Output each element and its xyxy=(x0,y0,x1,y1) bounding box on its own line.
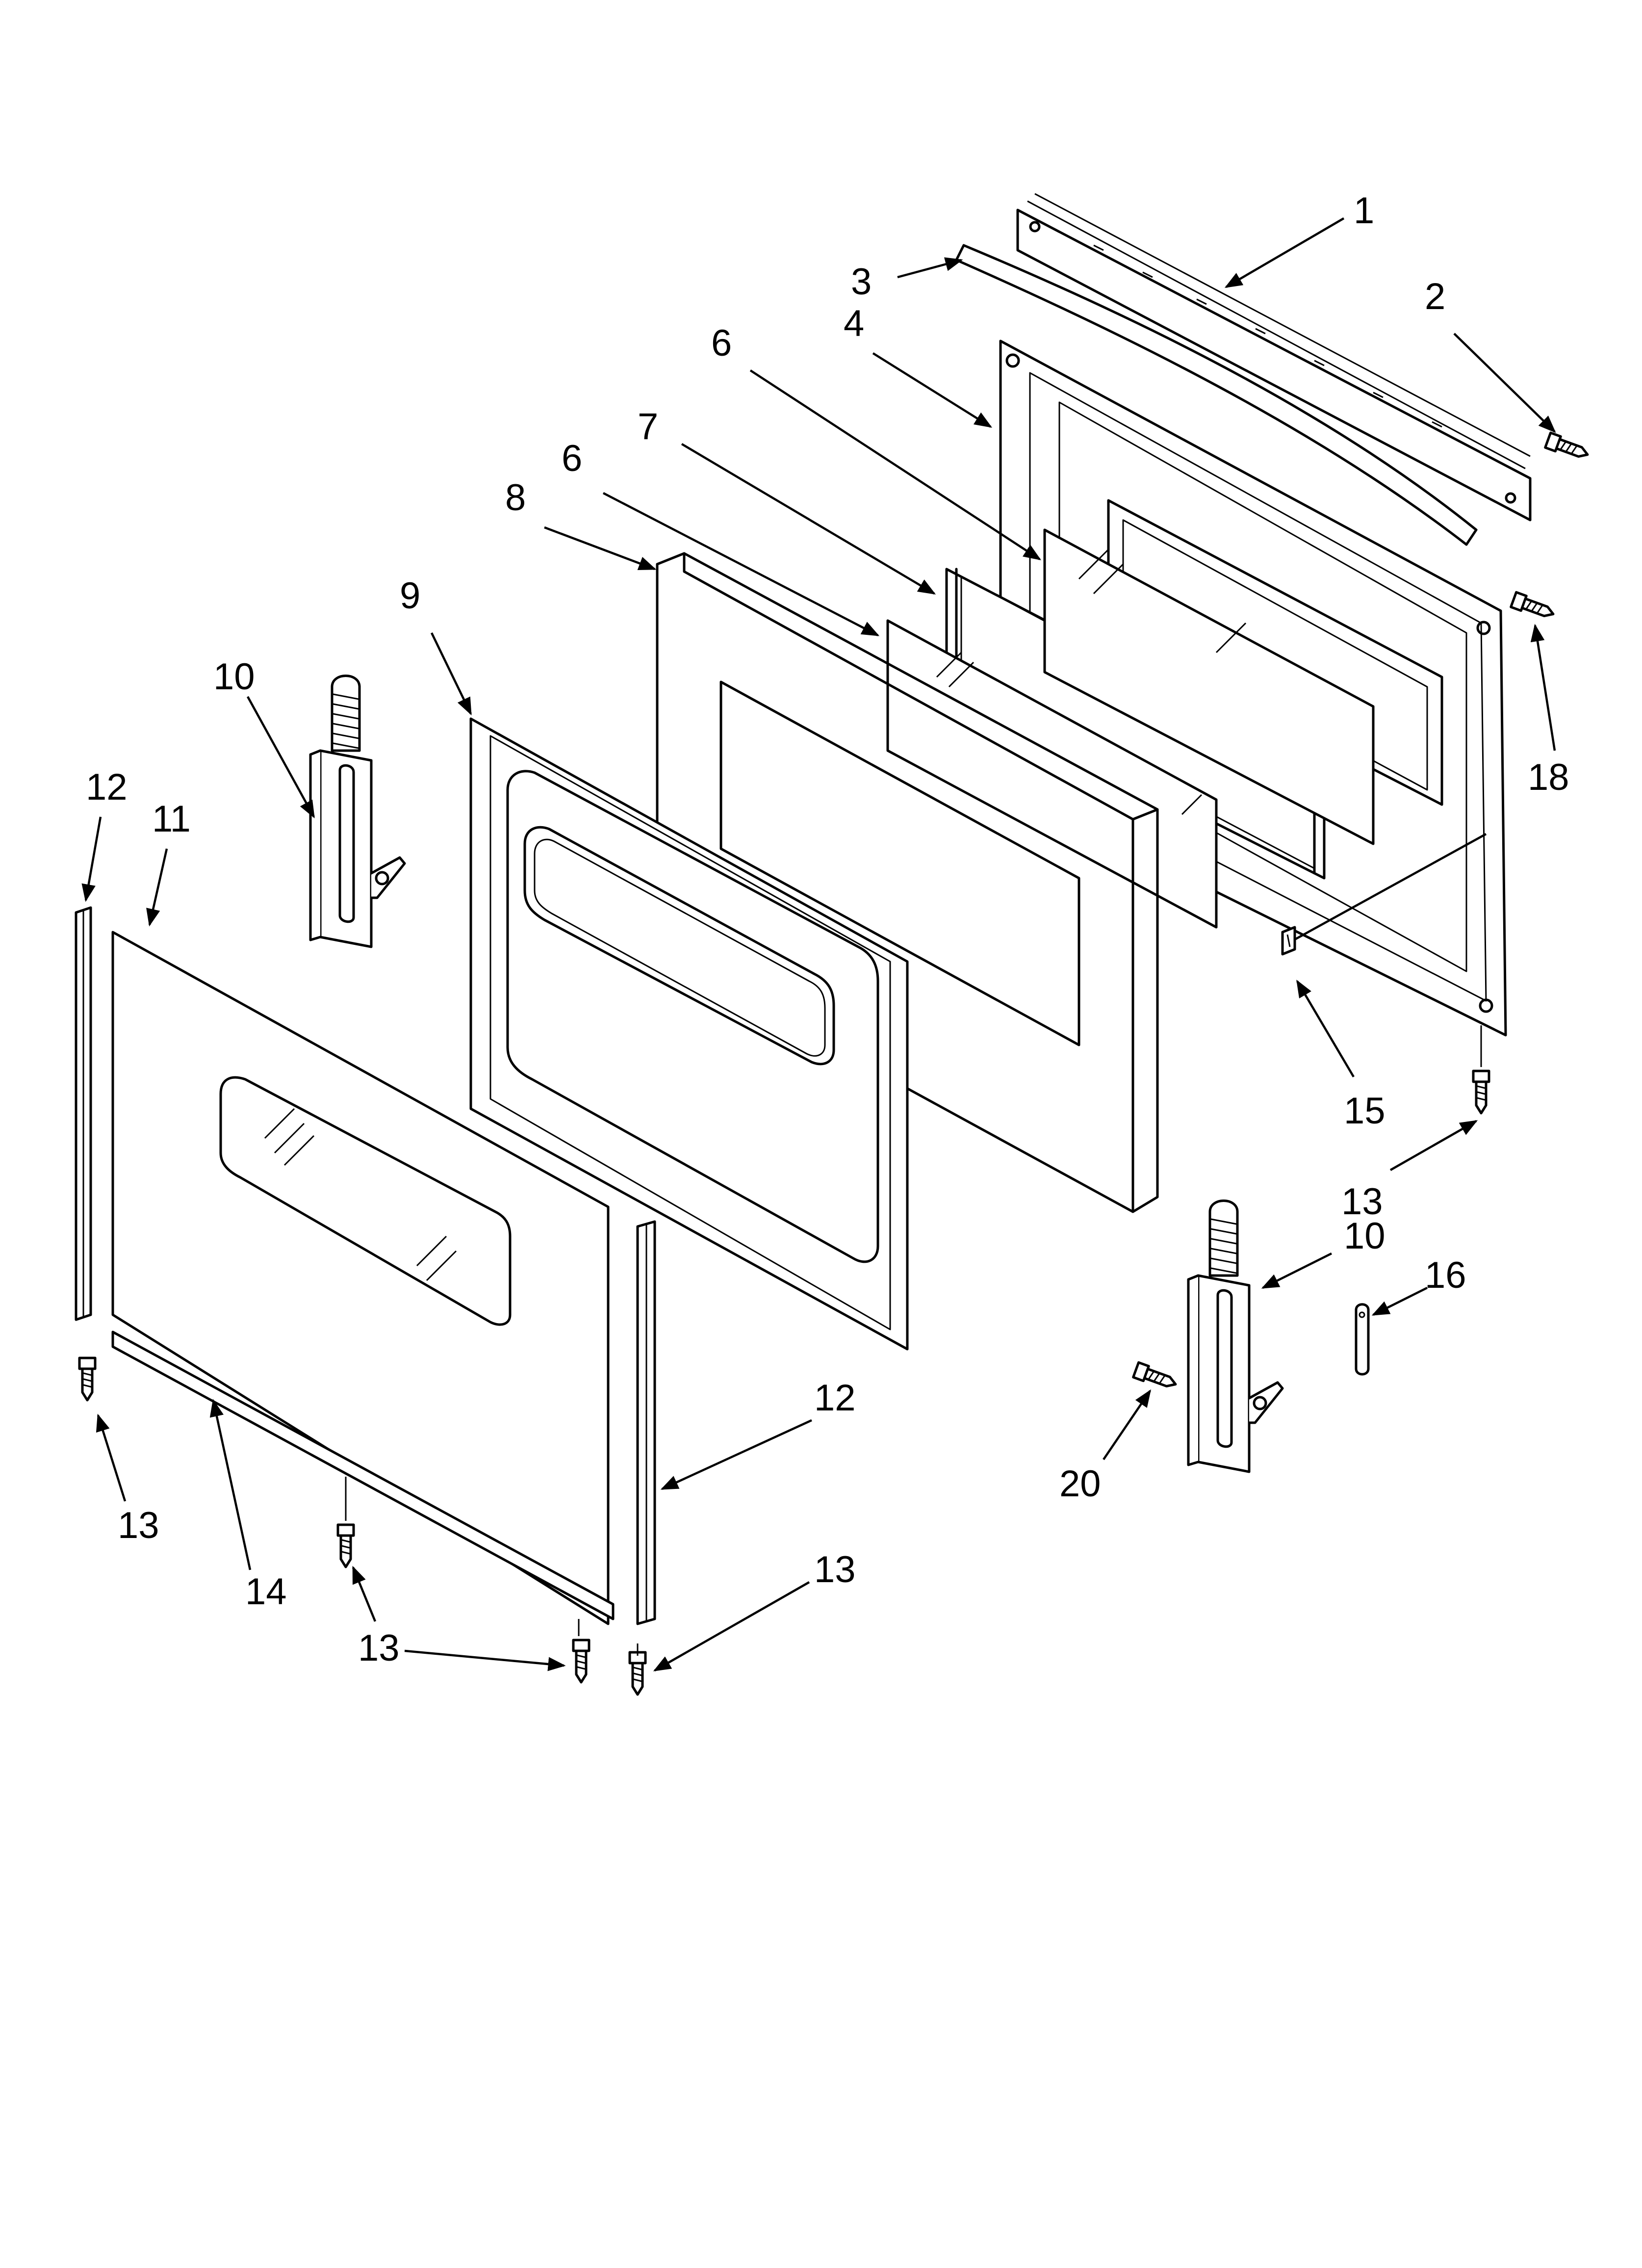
callout-16: 16 xyxy=(1425,1254,1466,1296)
part-16-bracket xyxy=(1355,1303,1370,1376)
callout-13-right: 13 xyxy=(1341,1181,1383,1223)
part-13-screw-a xyxy=(1473,1071,1489,1113)
part-3-handle xyxy=(955,244,1478,546)
callout-18: 18 xyxy=(1528,756,1569,798)
callout-10-right: 10 xyxy=(1344,1215,1385,1257)
part-10-hinge-right xyxy=(1188,1201,1283,1472)
callout-14: 14 xyxy=(245,1571,287,1613)
callout-8: 8 xyxy=(505,477,526,519)
part-11-outer-door xyxy=(111,931,610,1625)
part-20-screw xyxy=(1133,1362,1179,1391)
callout-4: 4 xyxy=(844,303,864,344)
part-18-screw xyxy=(1511,592,1556,621)
callout-6-upper: 6 xyxy=(711,322,732,364)
callout-1: 1 xyxy=(1354,190,1374,232)
part-15-clip xyxy=(1281,926,1296,956)
callout-2: 2 xyxy=(1425,276,1445,317)
callout-10-left: 10 xyxy=(213,656,255,698)
callout-labels: 1 2 3 4 6 7 6 8 9 10 12 11 18 15 13 10 1… xyxy=(86,190,1569,1669)
part-12-side-trim-right xyxy=(636,1220,656,1625)
callout-13-bottom-right: 13 xyxy=(814,1549,856,1590)
callout-7: 7 xyxy=(638,406,658,447)
part-14-bottom-trim xyxy=(111,1330,615,1620)
callout-13-left: 13 xyxy=(118,1505,159,1546)
part-13-screw-e xyxy=(630,1652,645,1694)
callout-13-bottom: 13 xyxy=(358,1627,400,1669)
callout-12-right: 12 xyxy=(814,1377,856,1419)
part-13-screw-d xyxy=(573,1640,589,1682)
callout-12-left: 12 xyxy=(86,766,128,808)
part-13-screw-b xyxy=(79,1358,95,1400)
part-1-trim-panel xyxy=(1016,193,1532,521)
part-9-door-liner xyxy=(469,717,909,1351)
callout-9: 9 xyxy=(400,575,420,617)
callout-3: 3 xyxy=(851,261,872,303)
part-12-side-trim-left xyxy=(75,906,92,1321)
part-10-hinge-left xyxy=(310,676,405,947)
callout-6-lower: 6 xyxy=(562,438,582,479)
callout-20: 20 xyxy=(1059,1463,1101,1505)
part-7-glass-frame xyxy=(945,568,1326,880)
part-2-screw xyxy=(1545,433,1591,462)
part-13-screw-c xyxy=(338,1525,354,1567)
leader-lines xyxy=(81,217,1556,1671)
callout-11: 11 xyxy=(152,798,191,840)
callout-15: 15 xyxy=(1344,1090,1385,1132)
part-6-glass-upper xyxy=(1043,528,1375,845)
